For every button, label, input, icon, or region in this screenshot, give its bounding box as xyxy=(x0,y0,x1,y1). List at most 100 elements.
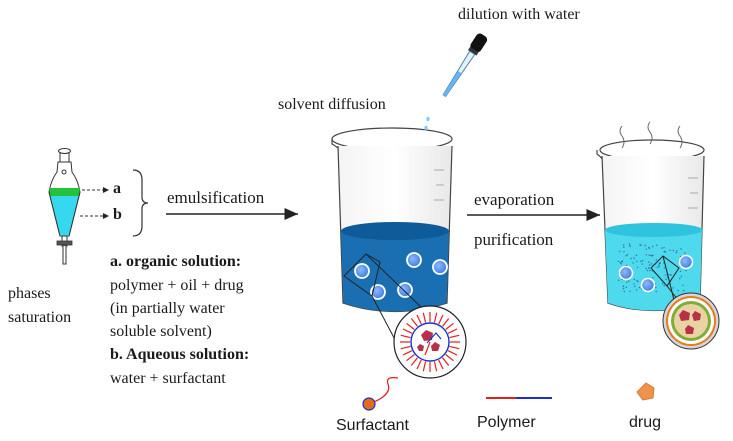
stipple-dot xyxy=(663,250,665,253)
stipple-dot xyxy=(626,281,628,283)
stipple-dot xyxy=(625,264,628,266)
stipple-dot xyxy=(651,245,654,248)
stipple-dot xyxy=(655,286,657,289)
surfactant-spike xyxy=(406,322,415,330)
stipple-dot xyxy=(672,249,674,252)
stipple-dot xyxy=(623,290,625,293)
stipple-dot xyxy=(646,269,648,272)
stipple-dot xyxy=(641,260,644,262)
droplet xyxy=(370,284,386,300)
water-drop xyxy=(426,116,430,122)
particle xyxy=(678,254,694,270)
stipple-dot xyxy=(636,280,638,282)
purification-label: purification xyxy=(474,230,554,249)
stipple-dot xyxy=(626,254,629,256)
surfactant-spike xyxy=(422,312,427,323)
stipple-dot xyxy=(629,245,631,247)
stipple-dot xyxy=(617,260,620,262)
stipple-dot xyxy=(644,244,646,247)
surfactant-spike xyxy=(406,354,415,362)
dropper-icon xyxy=(442,33,488,98)
stipple-dot xyxy=(658,265,660,268)
particle xyxy=(618,265,634,281)
stipple-dot xyxy=(619,250,621,253)
stipple-dot xyxy=(634,285,636,288)
stipple-dot xyxy=(630,257,632,260)
stipple-dot xyxy=(679,270,682,272)
nanocapsule-zoom xyxy=(662,292,720,350)
stipple-dot xyxy=(632,262,634,264)
surfactant-spike xyxy=(445,354,454,362)
stipple-dot xyxy=(636,289,638,291)
evaporation-label: evaporation xyxy=(474,190,555,209)
stipple-dot xyxy=(619,262,622,264)
aqueous-solution-line1: water + surfactant xyxy=(110,370,226,387)
curly-brace xyxy=(132,169,149,237)
stipple-dot xyxy=(664,251,667,253)
stipple-dot xyxy=(669,249,671,251)
stipple-dot xyxy=(645,248,647,250)
stipple-dot xyxy=(620,263,622,265)
stipple-dot xyxy=(648,261,650,263)
dilution-label: dilution with water xyxy=(458,6,580,23)
solvent-diffusion-label: solvent diffusion xyxy=(278,96,386,113)
stipple-dot xyxy=(655,259,657,261)
stipple-dot xyxy=(659,262,661,264)
stipple-dot xyxy=(682,284,684,286)
surfactant-spike xyxy=(438,359,444,370)
stipple-dot xyxy=(622,287,625,290)
stipple-dot xyxy=(633,257,635,259)
droplet xyxy=(397,282,413,298)
surfactant-spike xyxy=(400,334,411,339)
organic-solution-line3: soluble solvent) xyxy=(110,323,212,340)
stipple-dot xyxy=(650,263,653,265)
stipple-dot xyxy=(636,260,638,262)
stipple-dot xyxy=(649,269,651,272)
phase-b-label: b xyxy=(113,206,122,223)
stipple-dot xyxy=(648,254,650,256)
surfactant-spike xyxy=(422,361,427,372)
stipple-dot xyxy=(633,283,635,285)
stipple-dot xyxy=(684,252,686,254)
stipple-dot xyxy=(683,289,685,292)
stipple-dot xyxy=(640,244,642,246)
emulsion-zoom xyxy=(365,253,467,379)
particle xyxy=(640,277,656,293)
legend-surfactant-label: Surfactant xyxy=(336,417,409,434)
legend-drug-label: drug xyxy=(629,414,662,431)
water-drop xyxy=(424,125,428,131)
right-beaker xyxy=(596,121,705,312)
surfactant-spike xyxy=(449,345,460,350)
stipple-dot xyxy=(629,290,631,292)
stipple-dot xyxy=(623,246,625,248)
stipple-dot xyxy=(640,260,642,262)
surfactant-spike xyxy=(416,359,422,370)
stipple-dot xyxy=(623,251,625,253)
stipple-dot xyxy=(663,267,665,269)
surfactant-spike xyxy=(410,318,418,327)
stipple-dot xyxy=(625,286,628,288)
surfactant-spike xyxy=(400,345,411,350)
legend-polymer-label: Polymer xyxy=(477,414,536,431)
stipple-dot xyxy=(651,255,653,257)
stipple-dot xyxy=(663,262,665,264)
surfactant-spike xyxy=(438,314,444,325)
legend xyxy=(362,377,655,411)
stipple-dot xyxy=(675,251,677,254)
stipple-dot xyxy=(636,266,639,269)
stipple-dot xyxy=(652,254,654,256)
stipple-dot xyxy=(645,267,647,270)
stipple-dot xyxy=(663,247,665,249)
stipple-dot xyxy=(648,246,650,249)
saturation-label: saturation xyxy=(8,309,72,326)
stipple-dot xyxy=(639,244,641,246)
stipple-dot xyxy=(661,247,663,249)
stipple-dot xyxy=(620,261,623,263)
organic-solution-line1: polymer + oil + drug xyxy=(110,277,244,294)
phases-label: phases xyxy=(8,285,51,302)
surfactant-spike xyxy=(410,357,418,366)
stipple-dot xyxy=(628,280,630,282)
stipple-dot xyxy=(658,264,660,266)
stipple-dot xyxy=(645,254,647,256)
stipple-dot xyxy=(656,266,658,269)
